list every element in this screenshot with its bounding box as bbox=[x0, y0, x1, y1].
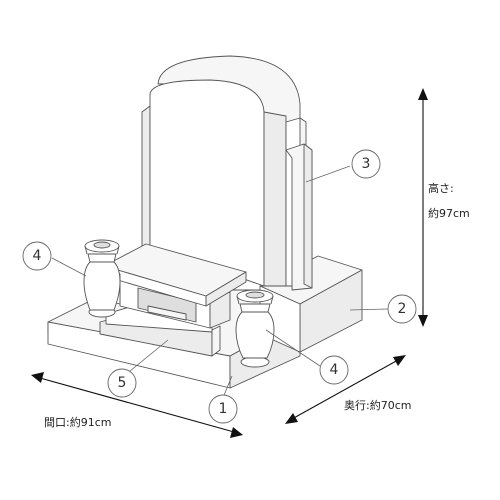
callout-4a-label: 4 bbox=[33, 248, 42, 264]
vase-right-mouth bbox=[245, 291, 265, 299]
center-stand bbox=[99, 243, 247, 357]
vase-left bbox=[83, 239, 121, 318]
vase-left-edge-r bbox=[116, 245, 120, 255]
tablet-step-right-1 bbox=[263, 111, 287, 287]
callout-5: 5 bbox=[107, 368, 137, 398]
vase-right-foot bbox=[240, 356, 270, 368]
callout-3-circle bbox=[351, 149, 381, 179]
depth-arrow-left bbox=[285, 413, 298, 424]
width-label: 間口:約91cm bbox=[44, 415, 111, 429]
tablet-front bbox=[149, 79, 265, 287]
callout-4b-label: 4 bbox=[330, 362, 339, 378]
back-tablet bbox=[141, 55, 313, 291]
callout-3: 3 bbox=[351, 149, 381, 179]
vase-left-mouth bbox=[93, 241, 111, 249]
tablet-step-left-outer bbox=[141, 105, 151, 253]
height-dimension bbox=[418, 88, 428, 327]
vase-right bbox=[235, 289, 275, 368]
callout-2-circle bbox=[387, 294, 417, 324]
leader-3 bbox=[305, 165, 351, 183]
vase-right-neck bbox=[239, 303, 271, 313]
callout-4a-circle bbox=[22, 241, 52, 271]
height-value: 約97cm bbox=[428, 206, 470, 220]
height-label: 高さ: bbox=[428, 181, 454, 195]
callout-4b-circle bbox=[319, 355, 349, 385]
stand-inner-tray bbox=[147, 305, 187, 321]
vase-right-body bbox=[235, 311, 275, 359]
callout-1: 1 bbox=[208, 394, 238, 424]
callout-4b: 4 bbox=[319, 355, 349, 385]
vase-left-body bbox=[83, 261, 121, 311]
width-arrow-right bbox=[230, 427, 243, 438]
callout-2: 2 bbox=[387, 294, 417, 324]
vase-right-edge-l bbox=[236, 295, 240, 305]
depth-dimension bbox=[285, 355, 406, 424]
leader-4b bbox=[265, 329, 321, 367]
callout-5-label: 5 bbox=[118, 375, 127, 391]
callout-1-circle bbox=[208, 394, 238, 424]
callout-3-label: 3 bbox=[362, 156, 371, 172]
callout-5-circle bbox=[107, 368, 137, 398]
vase-left-edge-l bbox=[84, 245, 88, 255]
height-arrow-bottom bbox=[418, 315, 428, 327]
step-lower-side bbox=[211, 325, 221, 357]
leader-5 bbox=[123, 339, 169, 377]
height-arrow-top bbox=[418, 88, 428, 100]
vase-left-neck bbox=[87, 253, 117, 263]
leader-lines bbox=[51, 165, 389, 401]
depth-label: 奥行:約70cm bbox=[344, 398, 411, 412]
callout-1-label: 1 bbox=[219, 401, 228, 417]
leader-2 bbox=[349, 308, 389, 311]
depth-dim-line bbox=[291, 359, 399, 420]
width-dim-line bbox=[39, 377, 235, 433]
depth-arrow-right bbox=[393, 355, 406, 366]
width-arrow-left bbox=[31, 372, 44, 383]
width-dimension bbox=[31, 372, 243, 438]
tablet-step-right-3-side bbox=[303, 143, 313, 289]
vase-right-edge-r bbox=[270, 295, 274, 305]
leader-4a bbox=[51, 257, 87, 277]
callout-4a: 4 bbox=[22, 241, 52, 271]
stand-top-side bbox=[205, 271, 247, 307]
callout-2-label: 2 bbox=[398, 301, 407, 317]
